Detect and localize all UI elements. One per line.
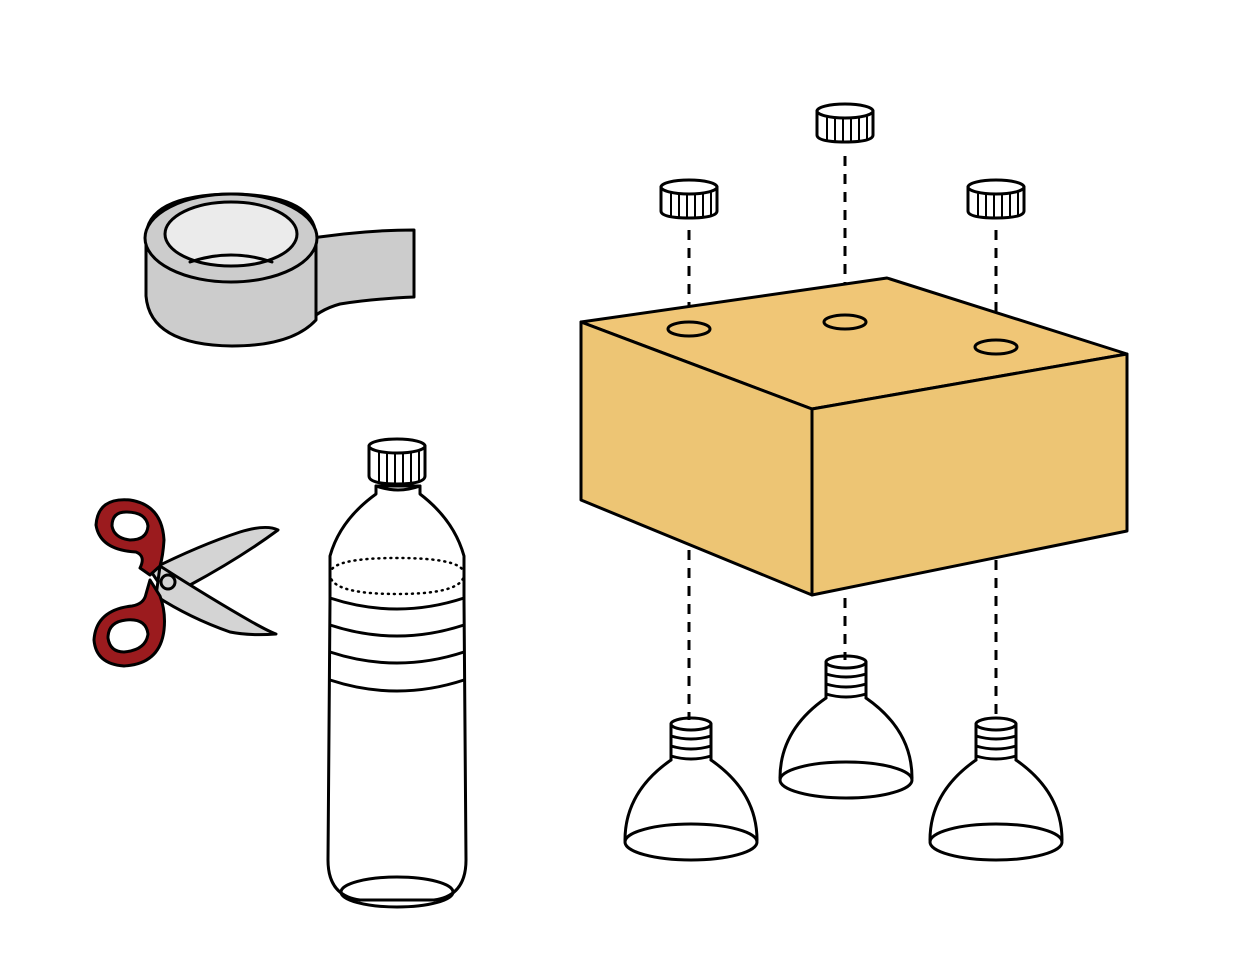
bottle-rib-1: [328, 596, 466, 611]
bottle-rib-2: [328, 623, 466, 638]
scissor-blade-lower: [154, 564, 278, 637]
box-hole-1: [666, 320, 712, 338]
cap-icon: [815, 102, 875, 144]
bottle-bottom: [339, 875, 455, 909]
scissors-icon: [92, 498, 280, 668]
box-front-right: [810, 352, 1129, 597]
bottle-body: [326, 484, 468, 902]
bottle-top-icon: [778, 654, 914, 800]
box-hole-3: [973, 338, 1019, 356]
scissor-handle-lower: [92, 578, 166, 668]
bottle-top-icon: [928, 716, 1064, 862]
tape-roll-hole: [163, 200, 299, 268]
tape-roll-icon: [143, 192, 416, 348]
scissor-blade-upper: [148, 525, 280, 594]
bottle-rib-3: [328, 650, 466, 665]
box-icon: [579, 276, 1129, 597]
scissor-pivot: [159, 573, 177, 591]
bottle-cap: [367, 437, 427, 486]
bottle-icon: [326, 437, 468, 909]
bottle-rib-4: [328, 678, 466, 693]
cap-icon: [659, 178, 719, 220]
scissor-handle-upper: [94, 498, 166, 577]
bottle-cut-line: [328, 556, 466, 596]
cap-icon: [966, 178, 1026, 220]
box-hole-2: [822, 313, 868, 331]
bottle-top-icon: [623, 716, 759, 862]
